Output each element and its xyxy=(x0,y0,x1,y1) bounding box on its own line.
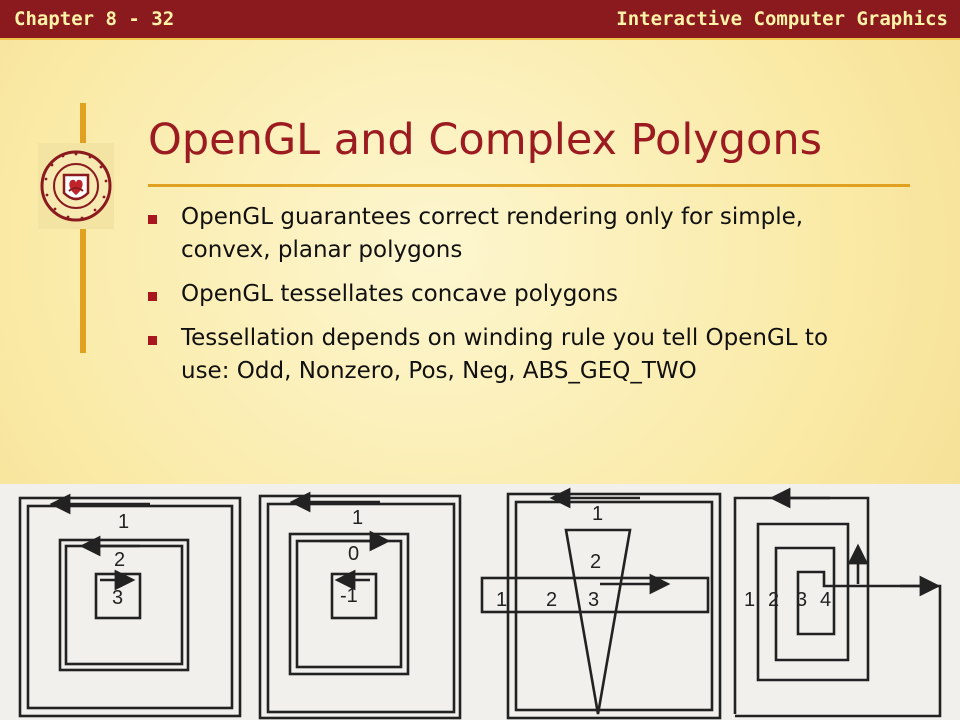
square-bullet-icon xyxy=(148,215,157,224)
title-underline xyxy=(148,184,910,187)
winding-number-labels: 1 2 3 1 0 -1 1 2 1 2 3 1 2 3 4 xyxy=(112,503,831,611)
bullet-item: Tessellation depends on winding rule you… xyxy=(148,322,848,388)
heart-in-hand-seal-icon xyxy=(38,143,114,229)
panel2-label: 0 xyxy=(348,543,359,565)
bullet-item: OpenGL tessellates concave polygons xyxy=(148,278,848,311)
panel3-label: 3 xyxy=(588,589,599,611)
panel2-label: -1 xyxy=(340,585,358,607)
slide-title: OpenGL and Complex Polygons xyxy=(148,115,822,165)
square-bullet-icon xyxy=(148,292,157,301)
panel4-label: 4 xyxy=(820,589,831,611)
panel4-label: 1 xyxy=(744,589,755,611)
panel4-label: 3 xyxy=(796,589,807,611)
square-bullet-icon xyxy=(148,336,157,345)
header-bar: Chapter 8 - 32 Interactive Computer Grap… xyxy=(0,0,960,40)
panel2-label: 1 xyxy=(352,507,363,529)
panel-1-nested-squares xyxy=(18,493,242,718)
bullet-text: OpenGL guarantees correct rendering only… xyxy=(181,204,804,263)
bullet-item: OpenGL guarantees correct rendering only… xyxy=(148,201,848,267)
panel3-label: 2 xyxy=(546,589,557,611)
course-title: Interactive Computer Graphics xyxy=(616,8,948,30)
winding-rule-figure: 1 2 3 1 0 -1 1 2 1 2 3 1 2 3 4 xyxy=(0,484,960,720)
panel4-label: 2 xyxy=(768,589,779,611)
chapter-label: Chapter 8 - 32 xyxy=(14,8,175,30)
panel-4-spiral xyxy=(733,487,942,718)
panel-2-nested-squares xyxy=(258,491,462,720)
panel-3-overlapping-shapes xyxy=(480,487,722,720)
panel3-label: 2 xyxy=(590,551,601,573)
bullet-text: OpenGL tessellates concave polygons xyxy=(181,281,619,307)
bullet-text: Tessellation depends on winding rule you… xyxy=(181,325,829,384)
panel1-label: 2 xyxy=(114,549,125,571)
panel1-label: 3 xyxy=(112,587,123,609)
panel1-label: 1 xyxy=(118,511,129,533)
panel3-label: 1 xyxy=(592,503,603,525)
bullet-list: OpenGL guarantees correct rendering only… xyxy=(148,201,848,399)
panel3-label: 1 xyxy=(496,589,507,611)
